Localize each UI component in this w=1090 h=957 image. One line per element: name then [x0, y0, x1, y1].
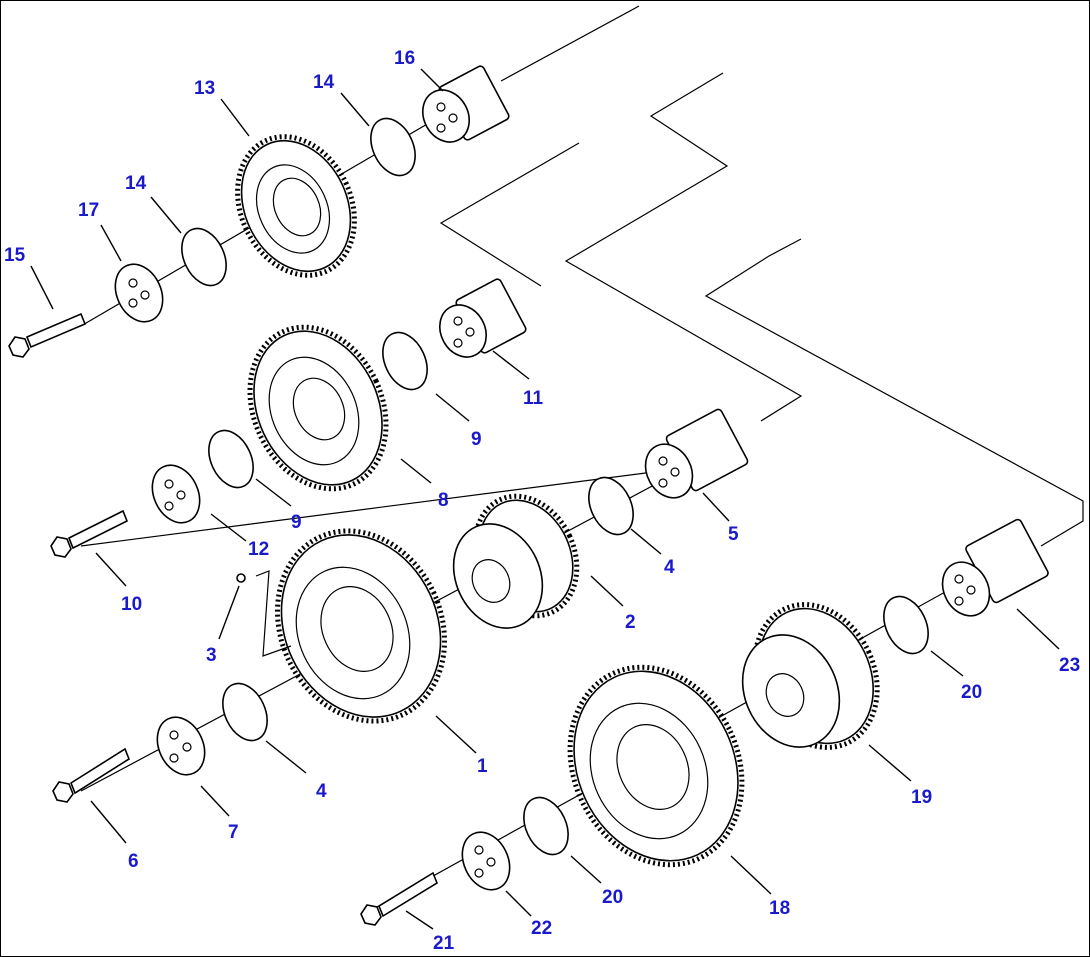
callout-21: 21 — [433, 933, 455, 954]
callout-5: 5 — [728, 524, 739, 545]
part-1-gear — [274, 528, 448, 724]
callout-1: 1 — [477, 756, 488, 777]
part-21-bolt — [360, 871, 438, 926]
part-17-plate — [114, 263, 164, 323]
callout-11: 11 — [523, 388, 544, 409]
part-15-bolt — [8, 312, 87, 358]
part-12-plate — [151, 464, 201, 524]
part-16-shaft — [422, 65, 510, 143]
part-6-bolt — [52, 747, 130, 803]
callout-9-upper: 9 — [471, 429, 482, 450]
callout-9-lower: 9 — [291, 512, 302, 533]
part-8-gear — [247, 324, 389, 492]
callout-14-lower: 14 — [125, 173, 147, 194]
callout-15: 15 — [4, 245, 26, 266]
callout-18: 18 — [769, 898, 790, 919]
leader-lines — [30, 68, 1060, 930]
callout-19: 19 — [911, 787, 932, 808]
part-19-gear — [741, 602, 880, 750]
callout-3: 3 — [206, 645, 217, 666]
part-20-ring-lower — [523, 796, 569, 856]
callout-4-lower: 4 — [316, 781, 327, 802]
callout-8: 8 — [438, 490, 449, 511]
part-23-shaft — [941, 518, 1049, 617]
part-2-gear — [452, 493, 580, 629]
part-9-ring-upper — [382, 331, 428, 391]
callout-16: 16 — [394, 48, 415, 69]
housing-outline-lines — [439, 5, 1084, 547]
callout-22: 22 — [531, 918, 552, 939]
callout-4-upper: 4 — [664, 557, 675, 578]
callout-23: 23 — [1059, 655, 1080, 676]
part-9-ring-lower — [208, 429, 254, 489]
part-11-shaft — [439, 278, 527, 358]
part-22-plate — [461, 831, 511, 891]
part-13-gear — [235, 134, 357, 278]
callout-10: 10 — [121, 594, 142, 615]
callout-14-upper: 14 — [313, 72, 335, 93]
part-18-gear — [567, 664, 745, 868]
callout-12: 12 — [248, 539, 269, 560]
part-14-ring-upper — [370, 117, 416, 177]
callout-7: 7 — [228, 822, 239, 843]
part-3-dowel-pin — [236, 570, 292, 657]
callout-20-upper: 20 — [961, 682, 982, 703]
part-4-ring-lower — [222, 682, 268, 742]
callout-20-lower: 20 — [602, 887, 623, 908]
callout-6: 6 — [128, 851, 139, 872]
callout-17: 17 — [78, 200, 99, 221]
part-20-ring-upper — [883, 595, 929, 655]
callout-2: 2 — [625, 612, 636, 633]
callout-labels: 13 14 16 14 17 15 11 9 8 9 12 10 5 4 2 3… — [4, 48, 1080, 954]
part-5-shaft — [644, 408, 749, 499]
part-10-bolt — [50, 509, 129, 558]
part-7-plate — [156, 716, 206, 776]
part-14-ring-lower — [181, 227, 227, 287]
part-4-ring-upper — [588, 476, 634, 536]
callout-13: 13 — [194, 78, 215, 99]
